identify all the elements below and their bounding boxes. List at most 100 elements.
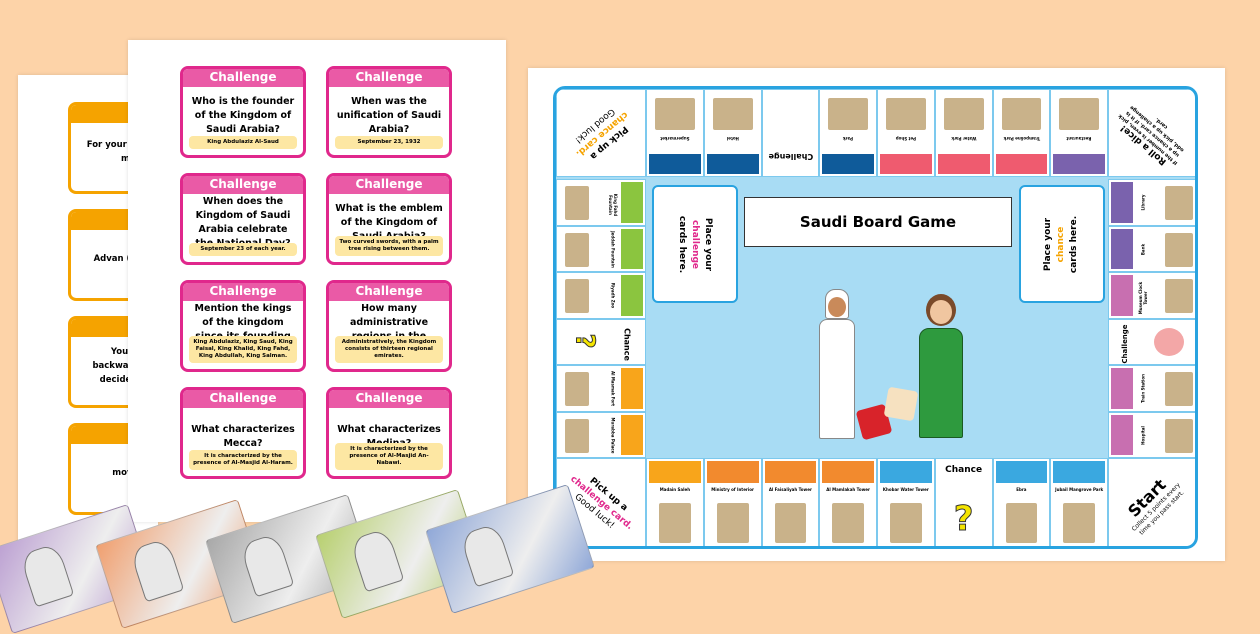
board-space[interactable]: ?Chance: [556, 318, 646, 365]
board-space[interactable]: Restaurant: [1050, 89, 1108, 177]
board-space[interactable]: Park: [819, 89, 877, 177]
card-answer: It is characterized by the presence of A…: [189, 450, 297, 470]
card-answer: September 23, 1932: [335, 136, 443, 149]
space-label: Ministry of Interior: [711, 487, 754, 492]
board-space[interactable]: King Fahd Fountain: [556, 179, 646, 226]
card-answer: It is characterized by the presence of A…: [335, 443, 443, 470]
card-title: Challenge: [329, 283, 449, 301]
challenge-card: Challenge What characterizes Medina? It …: [326, 387, 452, 479]
board-space[interactable]: Khobar Water Tower: [877, 458, 935, 546]
board-space[interactable]: Riyadh Zoo: [556, 272, 646, 319]
board-space[interactable]: Al Mamlakah Tower: [819, 458, 877, 546]
board-space[interactable]: Water Park: [934, 89, 993, 177]
space-label: Water Park: [951, 136, 977, 141]
corner-roll-dice: Roll a dice!If the number is even, pick …: [1108, 89, 1195, 177]
board-space[interactable]: Library: [1108, 179, 1195, 226]
board-space[interactable]: Ebra: [992, 458, 1051, 546]
space-label: Museum Clock Tower: [1138, 281, 1148, 315]
space-label: Al Masmak Fort: [610, 370, 616, 407]
card-question: What characterizes Mecca?: [191, 424, 295, 449]
board-title: Saudi Board Game: [744, 197, 1012, 247]
boy-illustration: [811, 289, 861, 449]
challenge-card: Challenge What characterizes Mecca? It i…: [180, 387, 306, 479]
space-label: Al Faisaliyah Tower: [768, 487, 812, 492]
space-label: Library: [1140, 194, 1146, 211]
space-label: Park: [843, 136, 854, 141]
challenge-card: Challenge How many administrative region…: [326, 280, 452, 372]
board-space[interactable]: Bank: [1108, 225, 1195, 272]
space-label: Hospital: [1140, 425, 1146, 445]
space-label: Madain Saleh: [659, 487, 691, 492]
area-text: Place your: [1043, 217, 1054, 271]
card-answer: King Abdulaziz, King Saud, King Faisal, …: [189, 336, 297, 363]
area-word: challenge: [690, 219, 701, 269]
board-space[interactable]: Hospital: [1108, 411, 1195, 458]
space-label: Bank: [1140, 243, 1146, 255]
challenge-card: Challenge Mention the kings of the kingd…: [180, 280, 306, 372]
board-space[interactable]: Jubail Mangrove Park: [1050, 458, 1108, 546]
area-word: chance: [1056, 226, 1067, 262]
board-space[interactable]: Challenge: [761, 89, 820, 177]
board-space[interactable]: Museum Clock Tower: [1108, 272, 1195, 319]
challenge-card: Challenge When was the unification of Sa…: [326, 66, 452, 158]
area-text: cards here.: [1069, 215, 1080, 273]
card-title: Challenge: [329, 176, 449, 194]
card-question: When does the Kingdom of Saudi Arabia ce…: [195, 196, 291, 249]
challenge-card: Challenge Who is the founder of the King…: [180, 66, 306, 158]
space-label: Jubail Mangrove Park: [1055, 487, 1104, 492]
board-space[interactable]: Al Masmak Fort: [556, 365, 646, 412]
space-label: Ebra: [1016, 487, 1027, 492]
space-label: Supermarket: [660, 136, 690, 141]
board-space[interactable]: Jeddah Fountain: [556, 225, 646, 272]
area-text: cards here.: [677, 215, 688, 273]
space-label: Challenge: [768, 152, 813, 161]
board-space[interactable]: Hotel: [703, 89, 762, 177]
board-space[interactable]: Train Station: [1108, 365, 1195, 412]
board-space[interactable]: Ministry of Interior: [703, 458, 762, 546]
card-answer: Two curved swords, with a palm tree risi…: [335, 236, 443, 256]
space-label: Khobar Water Tower: [882, 487, 929, 492]
space-label: Challenge: [1121, 323, 1129, 364]
card-title: Challenge: [183, 176, 303, 194]
card-text: Advan (collect: [93, 254, 162, 264]
space-label: Pet Shop: [895, 136, 917, 141]
challenge-card: Challenge What is the emblem of the King…: [326, 173, 452, 265]
board-space[interactable]: Trampoline Park: [992, 89, 1051, 177]
board-space[interactable]: Murabba Palace: [556, 411, 646, 458]
area-text: Place your: [703, 217, 714, 271]
challenge-card: Challenge When does the Kingdom of Saudi…: [180, 173, 306, 265]
space-label: Chance: [945, 465, 983, 475]
card-question: When was the unification of Saudi Arabia…: [336, 96, 442, 135]
card-answer: King Abdulaziz Al-Saud: [189, 136, 297, 149]
board-space[interactable]: Madain Saleh: [646, 458, 704, 546]
board-space[interactable]: Supermarket: [646, 89, 704, 177]
card-title: Challenge: [183, 390, 303, 408]
space-label: Hotel: [726, 136, 739, 141]
space-label: Trampoline Park: [1003, 136, 1040, 141]
card-title: Challenge: [329, 69, 449, 87]
card-answer: Administratively, the Kingdom consists o…: [335, 336, 443, 363]
board-space[interactable]: Challenge: [1108, 318, 1195, 365]
space-label: Al Mamlakah Tower: [826, 487, 870, 492]
card-question: Who is the founder of the Kingdom of Sau…: [191, 96, 295, 135]
card-title: Challenge: [183, 69, 303, 87]
space-label: Murabba Palace: [610, 417, 616, 453]
space-label: Train Station: [1140, 374, 1146, 403]
space-label: Jeddah Fountain: [610, 230, 616, 268]
space-label: Restaurant: [1066, 136, 1092, 141]
card-title: Challenge: [183, 283, 303, 301]
space-label: Riyadh Zoo: [610, 282, 616, 309]
board-space[interactable]: ?Chance: [934, 458, 993, 546]
board-space[interactable]: Al Faisaliyah Tower: [761, 458, 820, 546]
dice-icon: [883, 386, 919, 422]
card-answer: September 23 of each year.: [189, 243, 297, 256]
board-space[interactable]: Pet Shop: [877, 89, 935, 177]
card-title: Challenge: [329, 390, 449, 408]
space-label: Chance: [622, 327, 632, 361]
girl-illustration: [911, 294, 971, 444]
